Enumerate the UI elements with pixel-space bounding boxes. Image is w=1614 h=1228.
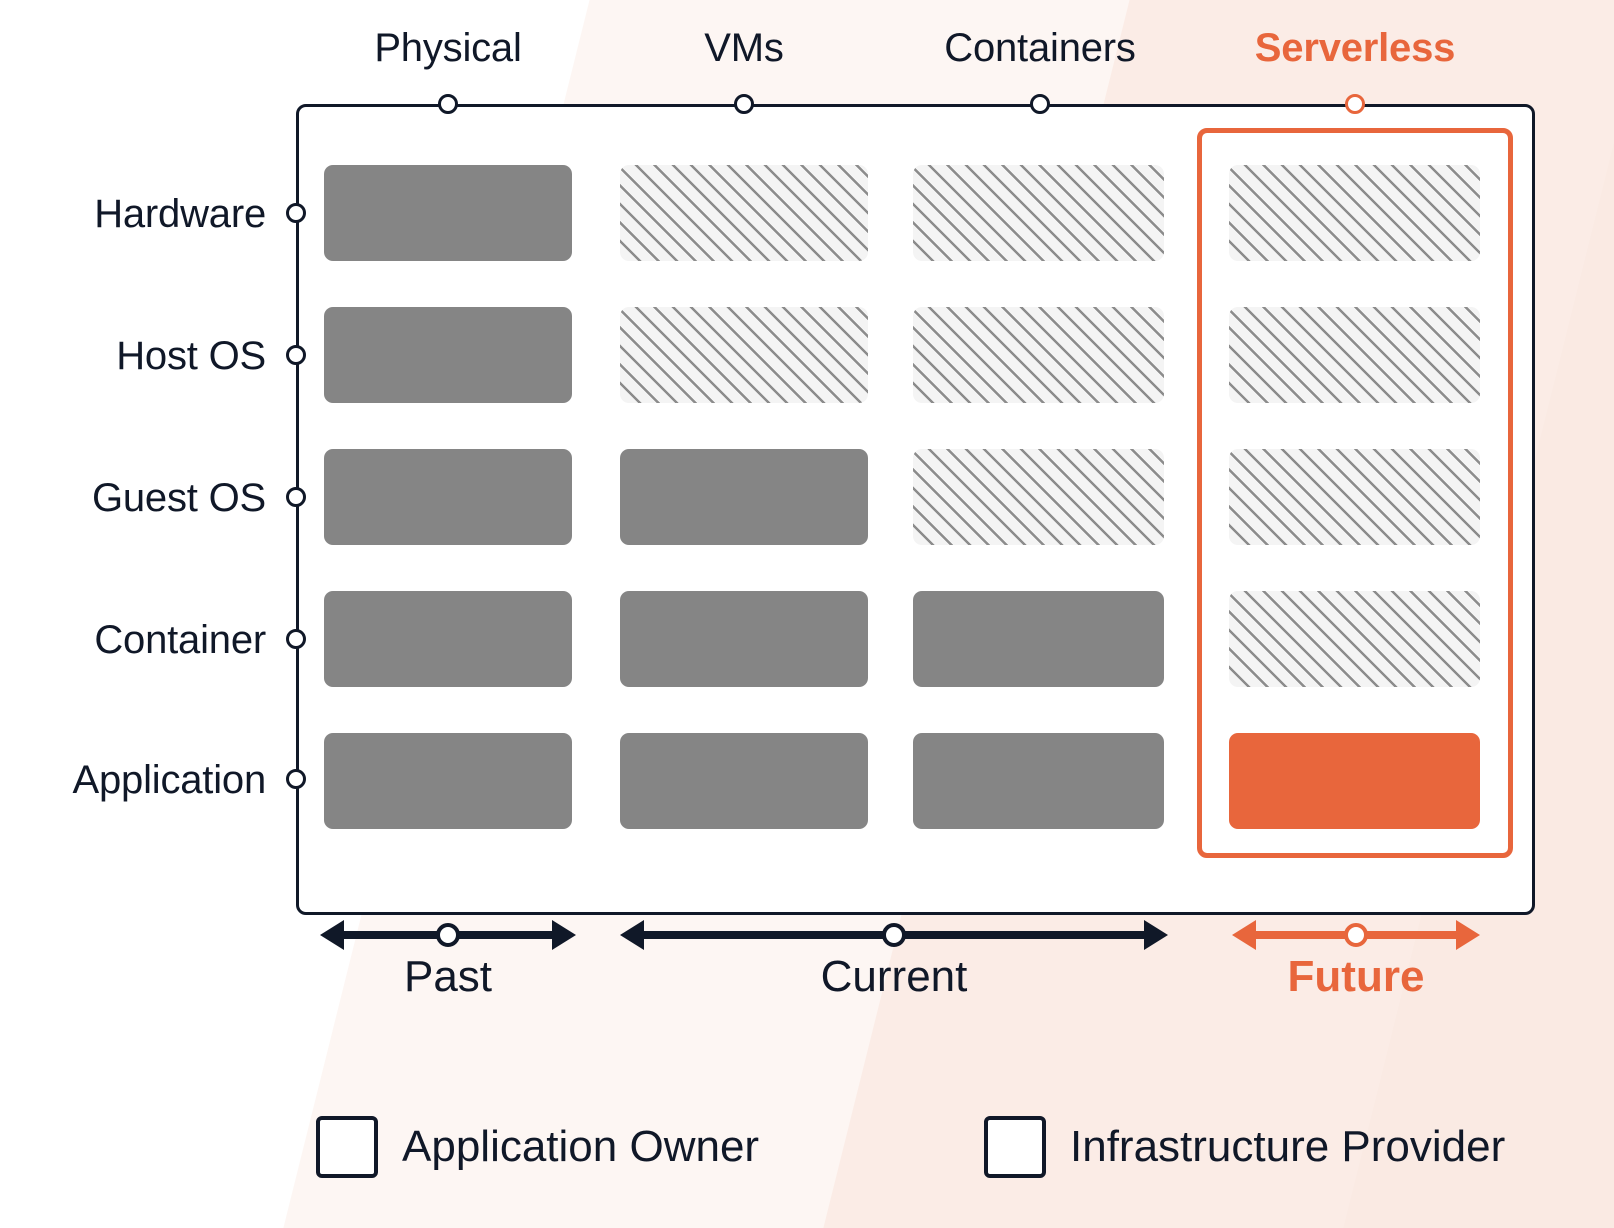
column-marker-serverless <box>1345 94 1365 114</box>
legend-label-application-owner: Application Owner <box>402 1122 760 1171</box>
column-header-vms: VMs <box>704 26 784 70</box>
column-header-serverless: Serverless <box>1254 26 1456 70</box>
legend-item-application-owner: Application Owner <box>316 1116 759 1178</box>
row-label-hardware: Hardware <box>94 192 266 236</box>
row-label-container: Container <box>94 618 266 662</box>
range-arrow-future <box>1232 914 1480 956</box>
column-marker-containers <box>1030 94 1050 114</box>
cell-application-serverless[interactable] <box>1229 733 1480 829</box>
cell-hardware-vms[interactable] <box>620 165 868 261</box>
cell-guest-os-vms[interactable] <box>620 449 868 545</box>
serverless-highlight-box <box>1197 128 1513 858</box>
legend-label-infrastructure-provider: Infrastructure Provider <box>1070 1122 1506 1171</box>
cell-host-os-containers[interactable] <box>913 307 1164 403</box>
row-label-application: Application <box>72 758 267 802</box>
range-arrow-past <box>320 914 576 956</box>
row-marker-application <box>286 769 306 789</box>
range-knob <box>1344 923 1368 947</box>
row-marker-guest-os <box>286 487 306 507</box>
arrow-left-icon <box>320 920 344 950</box>
cell-guest-os-serverless[interactable] <box>1229 449 1480 545</box>
legend: Application Owner Infrastructure Provide… <box>0 1102 1614 1192</box>
cell-host-os-vms[interactable] <box>620 307 868 403</box>
row-label-host-os: Host OS <box>116 334 266 378</box>
cell-application-physical[interactable] <box>324 733 572 829</box>
cell-hardware-serverless[interactable] <box>1229 165 1480 261</box>
column-header-containers: Containers <box>944 26 1136 70</box>
arrow-right-icon <box>1456 920 1480 950</box>
arrow-right-icon <box>1144 920 1168 950</box>
cell-container-containers[interactable] <box>913 591 1164 687</box>
range-arrow-current <box>620 914 1168 956</box>
column-marker-physical <box>438 94 458 114</box>
legend-swatch-owner-icon <box>316 1116 378 1178</box>
column-marker-vms <box>734 94 754 114</box>
cell-host-os-serverless[interactable] <box>1229 307 1480 403</box>
cell-container-serverless[interactable] <box>1229 591 1480 687</box>
legend-swatch-provider-icon <box>984 1116 1046 1178</box>
cell-application-containers[interactable] <box>913 733 1164 829</box>
cell-hardware-physical[interactable] <box>324 165 572 261</box>
cell-guest-os-containers[interactable] <box>913 449 1164 545</box>
range-label-current: Current <box>820 952 968 1001</box>
cell-application-vms[interactable] <box>620 733 868 829</box>
column-header-physical: Physical <box>374 26 522 70</box>
range-label-future: Future <box>1287 952 1425 1001</box>
arrow-right-icon <box>552 920 576 950</box>
range-knob <box>436 923 460 947</box>
cell-hardware-containers[interactable] <box>913 165 1164 261</box>
range-label-past: Past <box>403 952 493 1001</box>
arrow-left-icon <box>620 920 644 950</box>
cell-host-os-physical[interactable] <box>324 307 572 403</box>
row-marker-container <box>286 629 306 649</box>
cell-guest-os-physical[interactable] <box>324 449 572 545</box>
legend-item-infrastructure-provider: Infrastructure Provider <box>984 1116 1505 1178</box>
arrow-left-icon <box>1232 920 1256 950</box>
row-marker-host-os <box>286 345 306 365</box>
row-label-guest-os: Guest OS <box>91 476 266 520</box>
row-marker-hardware <box>286 203 306 223</box>
cell-container-vms[interactable] <box>620 591 868 687</box>
range-knob <box>882 923 906 947</box>
cell-container-physical[interactable] <box>324 591 572 687</box>
